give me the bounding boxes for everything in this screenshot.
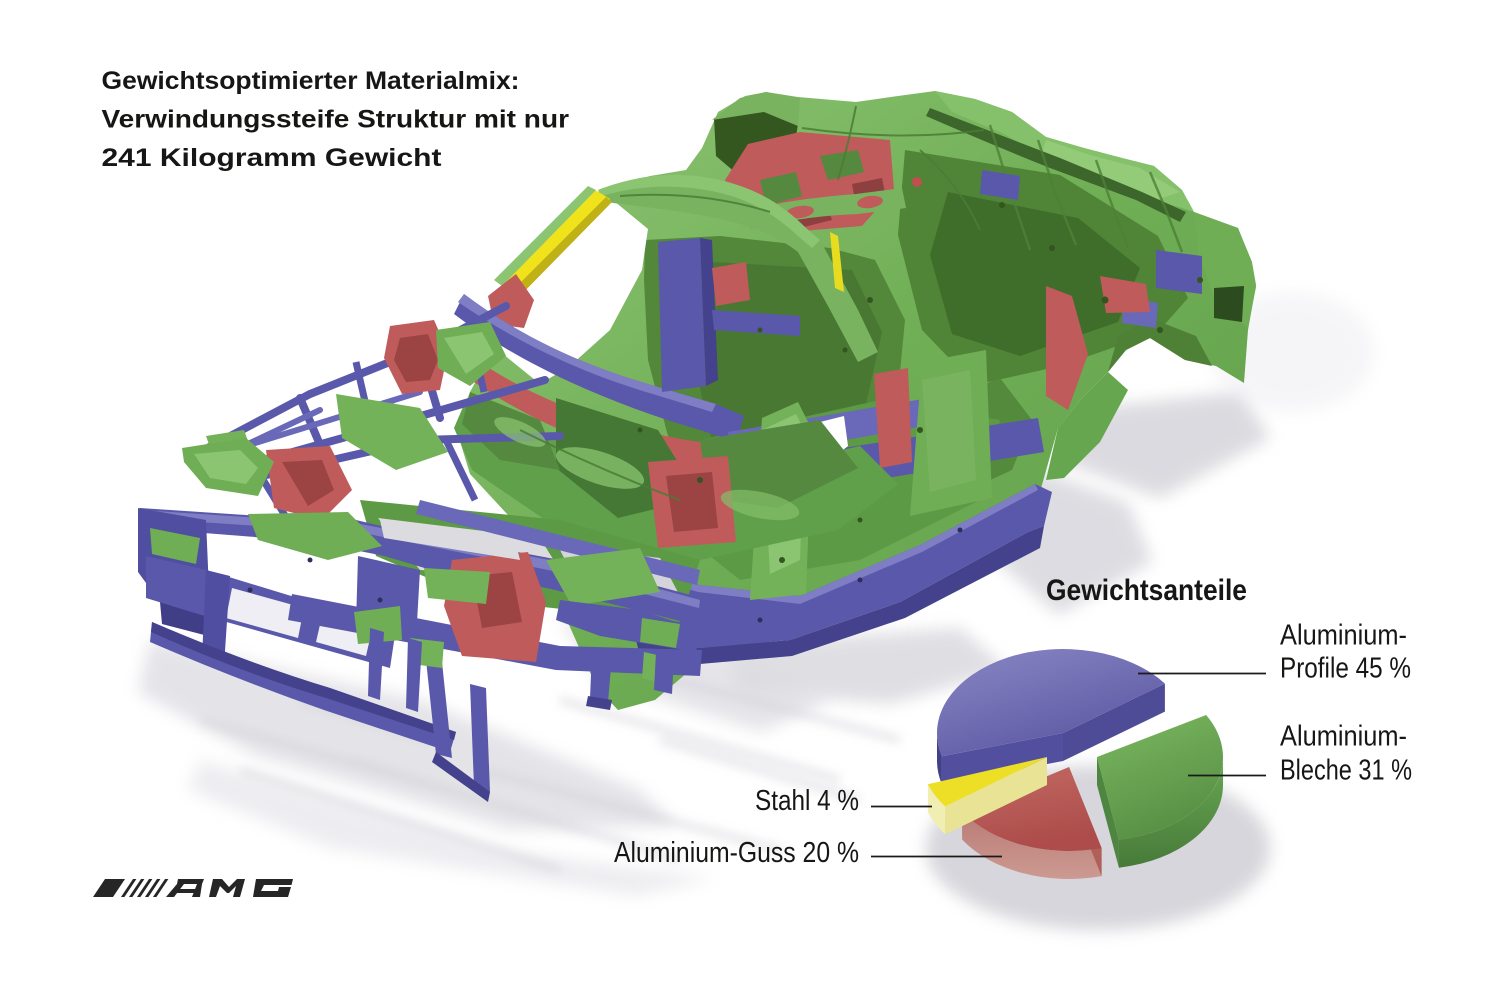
svg-text:241 Kilogramm Gewicht: 241 Kilogramm Gewicht [102,144,443,172]
svg-text:Aluminium-: Aluminium- [1280,620,1407,652]
svg-text:Verwindungssteife Struktur mit: Verwindungssteife Struktur mit nur [102,106,570,134]
svg-text:Stahl 4 %: Stahl 4 % [755,785,859,817]
svg-text:Profile 45 %: Profile 45 % [1280,653,1411,685]
svg-text:Aluminium-Guss 20 %: Aluminium-Guss 20 % [614,837,859,869]
svg-text:Gewichtsoptimierter Materialmi: Gewichtsoptimierter Materialmix: [102,67,520,95]
svg-text:Aluminium-: Aluminium- [1280,721,1407,753]
svg-text:Gewichtsanteile: Gewichtsanteile [1046,574,1247,607]
svg-text:Bleche 31 %: Bleche 31 % [1280,755,1412,787]
